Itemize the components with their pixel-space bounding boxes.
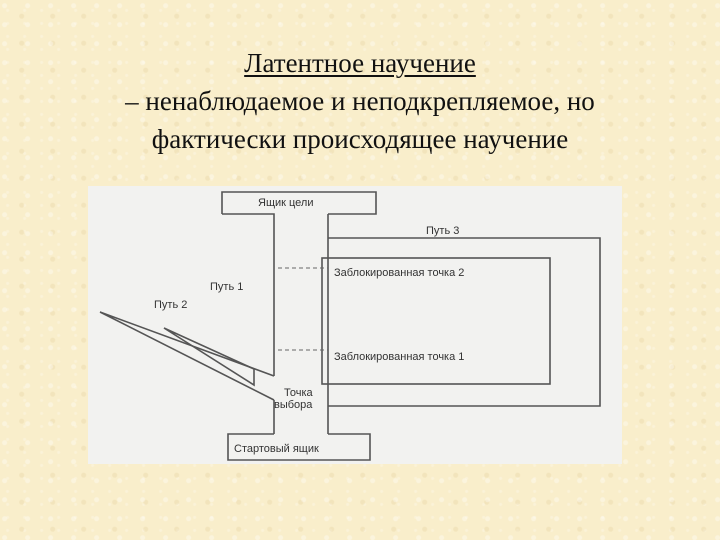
path2-label: Путь 2 [154,299,187,311]
path3-label: Путь 3 [426,225,459,237]
goal-box-label: Ящик цели [258,197,314,209]
path2-inner-triangle [163,327,255,387]
blocked-point-2-label: Заблокированная точка 2 [334,267,464,279]
choice-point-label-line-1: Точка [284,387,314,399]
maze-diagram-svg: Ящик цели Путь 3 Заблокированная точка 2… [99,191,601,461]
blocked-point-1-label: Заблокированная точка 1 [334,351,464,363]
goal-box-outline [221,191,377,215]
slide-subtitle-line-2: фактически происходящее научение [151,124,569,154]
path3-outer-loop [328,237,601,407]
maze-diagram: Ящик цели Путь 3 Заблокированная точка 2… [88,186,622,464]
inner-block [321,257,551,385]
slide-subtitle-line-1: – ненаблюдаемое и неподкрепляемое, но [125,86,595,116]
path1-label: Путь 1 [210,281,243,293]
start-box-label: Стартовый ящик [234,443,319,455]
path1-left-wall [222,213,275,376]
choice-point-label-line-2: выбора [274,399,313,411]
slide-heading: Латентное научение [244,48,476,78]
start-box-outline [227,433,371,461]
path2-branch [99,311,275,401]
slide-title-block: Латентное научение – ненаблюдаемое и неп… [0,44,720,158]
